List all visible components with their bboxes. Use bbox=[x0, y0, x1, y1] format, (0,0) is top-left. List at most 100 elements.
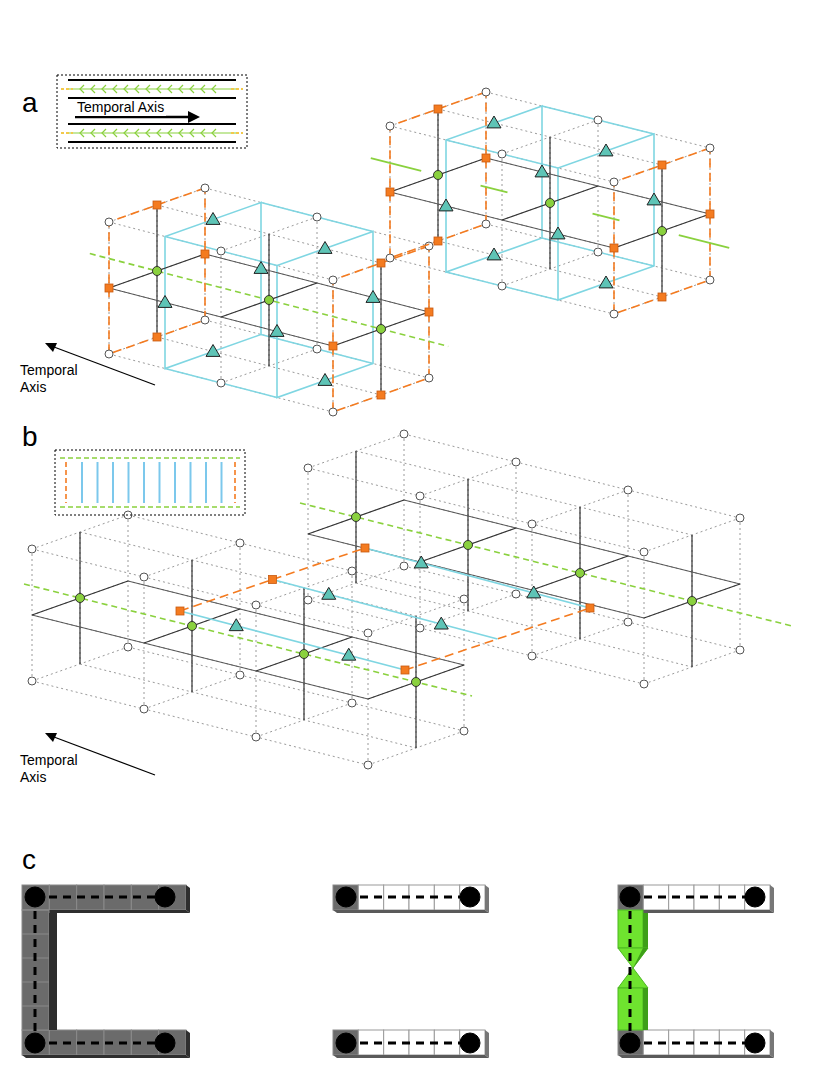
dashed-link bbox=[630, 896, 755, 899]
inset-frame bbox=[57, 75, 247, 148]
qubit-circle bbox=[217, 247, 225, 255]
teal-triangle bbox=[487, 116, 501, 128]
teal-triangle bbox=[599, 276, 613, 288]
orange-square bbox=[610, 244, 618, 252]
qubit-circle bbox=[105, 218, 113, 226]
qubit-circle bbox=[512, 458, 520, 466]
inset-cyan-bar bbox=[190, 462, 192, 503]
qubit-circle bbox=[528, 652, 536, 660]
inset-cyan-bar bbox=[112, 462, 114, 503]
qubit-circle bbox=[236, 539, 244, 547]
cyan-edge bbox=[180, 611, 405, 670]
inset-cyan-bar bbox=[143, 462, 145, 503]
logical-operator-segment bbox=[679, 235, 729, 248]
orange-square bbox=[386, 188, 394, 196]
qubit-circle bbox=[364, 761, 372, 769]
dashed-link bbox=[35, 896, 165, 899]
qubit-circle bbox=[498, 150, 506, 158]
cyan-edge bbox=[542, 106, 654, 134]
teal-triangle bbox=[206, 345, 220, 357]
cell-line bbox=[22, 910, 49, 911]
inset-chevron bbox=[212, 129, 216, 137]
qubit-circle bbox=[124, 643, 132, 651]
inset-green-line bbox=[60, 506, 240, 508]
arrow-head bbox=[188, 111, 200, 123]
orange-square bbox=[329, 342, 337, 350]
cyan-edge bbox=[261, 335, 373, 364]
orange-square bbox=[434, 237, 442, 245]
grid-line bbox=[32, 681, 368, 765]
inset-chevron bbox=[168, 85, 172, 93]
inset-green-line bbox=[68, 132, 236, 133]
inset-chevron bbox=[190, 85, 194, 93]
qubit-circle bbox=[594, 248, 602, 256]
qubit-circle bbox=[313, 345, 321, 353]
qubit-circle bbox=[640, 680, 648, 688]
grid-line bbox=[308, 468, 644, 552]
cyan-frame bbox=[446, 106, 542, 272]
orange-square bbox=[586, 604, 594, 612]
qubit-circle bbox=[28, 677, 36, 685]
orange-square bbox=[153, 201, 161, 209]
teal-triangle bbox=[158, 296, 172, 308]
inset-chevron bbox=[80, 85, 84, 93]
primal-edge bbox=[390, 192, 614, 248]
inset-cyan-bar bbox=[81, 462, 83, 503]
orange-square bbox=[434, 105, 442, 113]
cyan-edge bbox=[273, 580, 498, 640]
qubit-circle bbox=[736, 646, 744, 654]
inset-boundary bbox=[234, 462, 236, 503]
teal-triangle bbox=[270, 325, 284, 337]
panel-letter: c bbox=[22, 843, 36, 877]
inset-chevron bbox=[157, 85, 161, 93]
inset-chevron bbox=[146, 129, 150, 137]
inset-end bbox=[61, 132, 73, 134]
teal-triangle bbox=[206, 213, 220, 225]
green-dot bbox=[188, 622, 197, 631]
cyan-edge bbox=[165, 369, 277, 398]
teal-triangle bbox=[434, 617, 448, 629]
cyan-edge bbox=[542, 238, 654, 266]
orange-square bbox=[482, 154, 490, 162]
inset-chevron bbox=[179, 129, 183, 137]
grid-line bbox=[486, 92, 710, 148]
inset-bar bbox=[68, 79, 236, 81]
logical-operator-segment bbox=[371, 158, 421, 171]
cell-shadow bbox=[770, 885, 774, 913]
dashed-link bbox=[629, 897, 632, 1043]
qubit-circle bbox=[482, 220, 490, 228]
qubit-circle bbox=[313, 213, 321, 221]
inset-chevron bbox=[201, 85, 205, 93]
orange-square bbox=[176, 607, 184, 615]
logical-operator-line bbox=[300, 503, 793, 626]
black-dot bbox=[745, 887, 765, 907]
inset-bar bbox=[68, 141, 236, 143]
black-dot bbox=[620, 1033, 640, 1053]
green-taper bbox=[618, 968, 648, 988]
teal-triangle bbox=[318, 242, 332, 254]
inset-end bbox=[61, 88, 73, 90]
inset-chevron bbox=[135, 129, 139, 137]
cell-shadow bbox=[618, 1055, 774, 1058]
dashed-link bbox=[34, 897, 37, 1043]
green-dot bbox=[688, 597, 697, 606]
logical-operator-line bbox=[24, 584, 472, 696]
cyan-edge bbox=[261, 203, 373, 232]
teal-triangle bbox=[342, 648, 356, 660]
inset-bar bbox=[68, 123, 236, 125]
cell-shadow bbox=[770, 1030, 774, 1058]
logical-operator-segment bbox=[481, 186, 508, 193]
cell-shadow bbox=[333, 910, 489, 913]
cell-shadow bbox=[485, 885, 489, 913]
qubit-circle bbox=[201, 316, 209, 324]
cyan-edge bbox=[165, 237, 277, 266]
lattice-cell bbox=[22, 1030, 49, 1055]
green-dot bbox=[546, 199, 555, 208]
axis-label: Temporal Axis bbox=[20, 362, 95, 396]
cell-line bbox=[22, 1006, 49, 1007]
lattice-cell bbox=[745, 885, 770, 910]
cyan-edge bbox=[365, 548, 590, 608]
inset-boundary bbox=[65, 462, 67, 503]
inset-chevron bbox=[91, 129, 95, 137]
axis-label: Temporal Axis bbox=[20, 752, 95, 786]
